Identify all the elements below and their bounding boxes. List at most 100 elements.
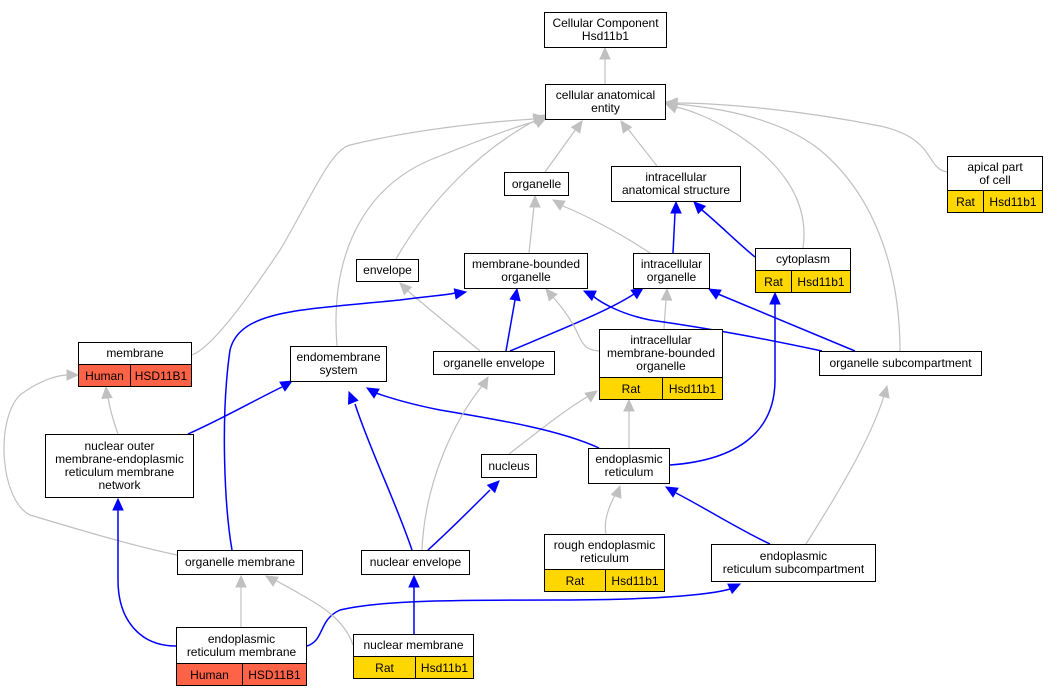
gene-cell: HSD11B1 — [242, 664, 306, 685]
node-nuclear-membrane[interactable]: nuclear membrane Rat Hsd11b1 — [353, 634, 474, 679]
edge-mbo-to-organelle — [528, 194, 541, 254]
edge-nucmem-to-nucenv — [408, 574, 420, 634]
edge-line — [509, 293, 635, 352]
arrowhead — [529, 194, 541, 208]
node-apical-part-of-cell[interactable]: apical part of cell Rat Hsd11b1 — [947, 156, 1043, 213]
edge-cae-to-root — [599, 46, 611, 84]
edge-line — [421, 385, 483, 551]
edge-er-to-endomembrane — [365, 387, 600, 449]
node-cytoplasm[interactable]: cytoplasm Rat Hsd11b1 — [755, 248, 851, 293]
node-label: membrane-bounded organelle — [471, 257, 581, 284]
arrowhead — [610, 484, 622, 499]
node-nuclear-envelope[interactable]: nuclear envelope — [361, 550, 470, 575]
edge-imbo-to-mbo — [545, 288, 600, 352]
arrowhead — [112, 497, 124, 511]
edge-nucenv-to-endomembrane — [347, 390, 413, 551]
arrowhead — [486, 480, 500, 494]
edge-line — [544, 128, 577, 173]
arrowhead — [693, 201, 707, 215]
annotation-row: Rat Hsd11b1 — [354, 656, 473, 678]
edge-line — [505, 299, 516, 352]
node-intracellular-organelle[interactable]: intracellular organelle — [633, 253, 710, 289]
node-envelope[interactable]: envelope — [356, 259, 419, 282]
edge-io-to-organelle — [551, 199, 651, 254]
edge-nucmem-to-orgmem — [264, 575, 354, 646]
arrowhead — [584, 390, 598, 403]
node-endoplasmic-reticulum[interactable]: endoplasmic reticulum — [588, 448, 670, 484]
node-rough-endoplasmic-reticulum[interactable]: rough endoplasmic reticulum Rat Hsd11b1 — [544, 534, 665, 592]
node-label: organelle subcompartment — [829, 356, 972, 370]
annotation-row: Rat Hsd11b1 — [545, 569, 664, 591]
edge-ersub-to-orgsub — [805, 384, 890, 545]
species-cell-rat: Rat — [948, 191, 983, 212]
edge-orgenv-to-envelope — [399, 282, 481, 352]
arrowhead — [347, 390, 359, 405]
edge-line — [675, 106, 805, 249]
node-label: endoplasmic reticulum subcompartment — [722, 549, 865, 576]
gene-cell: Hsd11b1 — [662, 378, 722, 399]
edge-organelle-to-cae — [544, 120, 583, 173]
node-membrane[interactable]: membrane Human HSD11B1 — [78, 342, 192, 387]
annotation-row: Human HSD11B1 — [177, 663, 306, 685]
node-organelle-membrane[interactable]: organelle membrane — [177, 550, 303, 575]
edge-line — [335, 120, 538, 347]
edge-erm-to-orgmem — [235, 574, 247, 627]
edge-rer-to-er — [604, 484, 622, 535]
node-label: Cellular Component Hsd11b1 — [552, 16, 659, 43]
arrowhead — [66, 369, 80, 381]
annotation-row: Rat Hsd11b1 — [756, 270, 850, 292]
node-label: endoplasmic reticulum — [595, 452, 663, 479]
edge-layer — [3, 46, 948, 647]
node-label: organelle membrane — [184, 555, 296, 569]
node-organelle[interactable]: organelle — [504, 172, 569, 196]
node-organelle-subcompartment[interactable]: organelle subcompartment — [819, 351, 982, 376]
edge-line — [669, 303, 776, 466]
arrowhead — [509, 287, 521, 302]
species-cell-rat: Rat — [756, 271, 791, 292]
arrowhead — [399, 282, 413, 296]
arrowhead — [878, 384, 890, 399]
arrowhead — [599, 46, 611, 60]
edge-line — [672, 212, 676, 254]
arrowhead — [620, 120, 633, 134]
node-nuclear-outer-membrane-er-membrane-network[interactable]: nuclear outer membrane-endoplasmic retic… — [45, 434, 194, 498]
arrowhead — [101, 385, 113, 399]
node-intracellular-membrane-bounded-organelle[interactable]: intracellular membrane-bounded organelle… — [599, 329, 723, 400]
edge-line — [427, 489, 491, 551]
arrowhead — [623, 398, 635, 412]
node-label: intracellular membrane-bounded organelle — [606, 333, 716, 373]
edge-line — [604, 494, 616, 535]
edge-io-to-ias — [670, 200, 682, 254]
node-cellular-anatomical-entity[interactable]: cellular anatomical entity — [545, 84, 666, 120]
node-organelle-envelope[interactable]: organelle envelope — [433, 351, 555, 375]
node-label: nuclear membrane — [363, 638, 464, 652]
node-endoplasmic-reticulum-membrane[interactable]: endoplasmic reticulum membrane Human HSD… — [176, 627, 307, 686]
node-endoplasmic-reticulum-subcompartment[interactable]: endoplasmic reticulum subcompartment — [711, 544, 876, 582]
species-cell-human: Human — [177, 664, 242, 685]
edge-line — [701, 209, 756, 258]
arrowhead — [769, 291, 781, 305]
gene-cell: HSD11B1 — [130, 365, 191, 386]
edge-orgsub-to-mbo — [582, 290, 823, 352]
edge-erm-to-nomem — [112, 497, 177, 647]
edge-line — [676, 102, 948, 173]
node-membrane-bounded-organelle[interactable]: membrane-bounded organelle — [464, 253, 588, 289]
edge-erm-to-ersub — [306, 583, 742, 647]
node-cellular-component-hsd11b1[interactable]: Cellular Component Hsd11b1 — [544, 12, 667, 48]
node-nucleus[interactable]: nucleus — [481, 454, 537, 478]
annotation-row: Rat Hsd11b1 — [948, 190, 1042, 212]
node-label: envelope — [363, 263, 412, 277]
node-label: organelle — [511, 176, 562, 191]
edge-line — [508, 396, 588, 455]
arrowhead — [664, 486, 679, 498]
edge-orgsub-to-io — [707, 288, 856, 352]
edge-apical-to-cae — [664, 97, 948, 173]
node-label: cytoplasm — [775, 252, 831, 266]
node-intracellular-anatomical-structure[interactable]: intracellular anatomical structure — [611, 166, 741, 202]
node-label: intracellular anatomical structure — [621, 170, 731, 197]
edge-line — [663, 298, 667, 330]
node-endomembrane-system[interactable]: endomembrane system — [290, 346, 387, 382]
edge-line — [274, 579, 354, 646]
node-label: endoplasmic reticulum membrane — [186, 631, 297, 659]
edge-nucleus-to-imbo — [508, 390, 598, 455]
